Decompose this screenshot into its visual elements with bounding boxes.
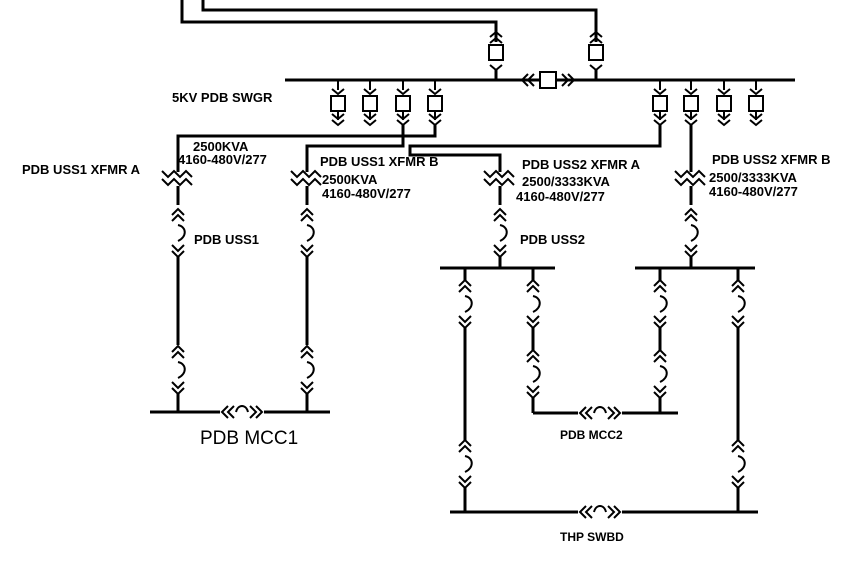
uss2-label: PDB USS2 xyxy=(520,232,585,247)
xfmr-uss1-b-label: PDB USS1 XFMR B xyxy=(320,154,438,169)
uss2-feeders xyxy=(458,268,746,512)
uss1-to-mcc1 xyxy=(171,257,315,412)
mcc1-label: PDB MCC1 xyxy=(200,428,298,449)
transformer-uss2-a xyxy=(483,170,515,205)
switchgear-feeders xyxy=(330,80,764,126)
xfmr-uss1-a-label: PDB USS1 XFMR A xyxy=(22,162,141,177)
thp-swbd-bus xyxy=(450,504,758,520)
xfmr-uss1-a-volts: 4160-480V/277 xyxy=(178,152,267,167)
thp-swbd-label: THP SWBD xyxy=(560,530,624,544)
secondary-breakers xyxy=(171,208,699,268)
xfmr-uss2-a-kva: 2500/3333KVA xyxy=(522,174,611,189)
transformer-uss1-a xyxy=(161,170,193,205)
mcc1-bus xyxy=(150,404,330,420)
xfmr-uss2-b-label: PDB USS2 XFMR B xyxy=(712,152,830,167)
xfmr-uss2-b-volts: 4160-480V/277 xyxy=(709,184,798,199)
xfmr-uss1-b-volts: 4160-480V/277 xyxy=(322,186,411,201)
mcc2-bus xyxy=(533,405,678,421)
transformer-uss2-b xyxy=(674,170,706,205)
uss1-label: PDB USS1 xyxy=(194,232,259,247)
xfmr-uss1-b-kva: 2500KVA xyxy=(322,172,378,187)
main-bus xyxy=(285,71,795,89)
incoming-lines xyxy=(180,0,604,80)
xfmr-uss2-a-label: PDB USS2 XFMR A xyxy=(522,157,641,172)
transformer-uss1-b xyxy=(290,170,322,205)
xfmr-uss2-a-volts: 4160-480V/277 xyxy=(516,189,605,204)
main-bus-label: 5KV PDB SWGR xyxy=(172,90,273,105)
feeder-cables xyxy=(176,125,693,172)
mcc2-label: PDB MCC2 xyxy=(560,428,623,442)
xfmr-uss2-b-kva: 2500/3333KVA xyxy=(709,170,798,185)
xfmr-uss1-a-kva: 2500KVA xyxy=(193,139,249,154)
